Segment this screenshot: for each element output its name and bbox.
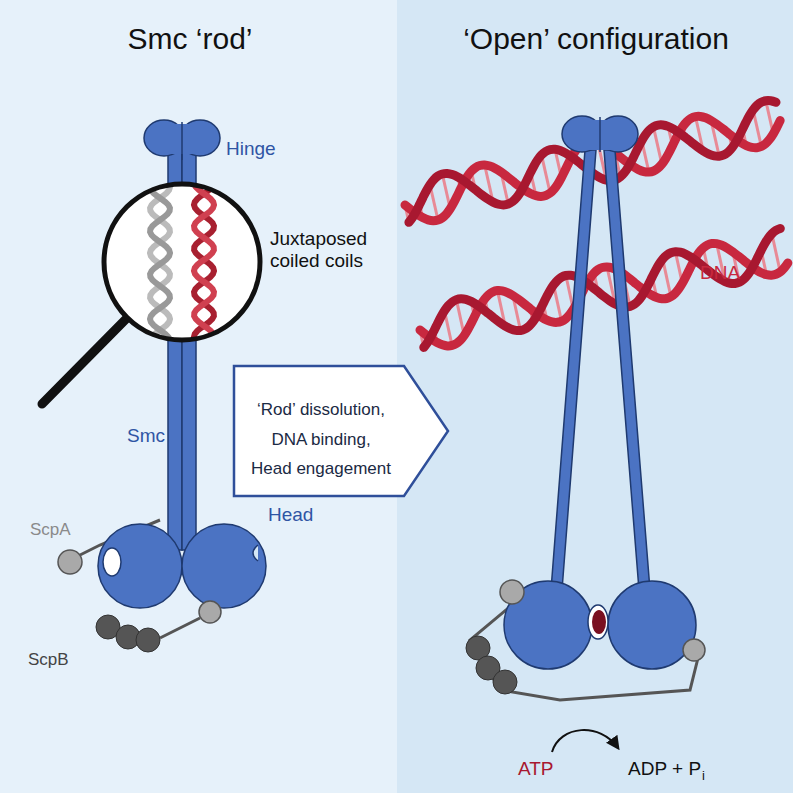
part-name: ScpA (30, 520, 71, 540)
magnifier-ring (104, 184, 260, 340)
panel-title: Smc ‘rod’ (127, 22, 252, 57)
part-name: ADP + P (628, 758, 701, 780)
coiled-coils (150, 175, 214, 349)
part-name: ScpB (28, 650, 69, 670)
part-name: Hinge (226, 138, 276, 160)
callout-text: Juxtaposed coiled coils (270, 228, 390, 272)
step-text: ‘Rod’ dissolution, (242, 400, 400, 420)
scp-left (58, 520, 266, 652)
smc-open (551, 116, 650, 590)
hydrolysis-arrow (552, 730, 618, 752)
part-name: Smc (127, 425, 165, 447)
part-name: DNA (700, 262, 740, 284)
process-arrow: ‘Rod’ dissolution, DNA binding, Head engag… (232, 364, 450, 498)
part-name: Head (268, 504, 313, 526)
part-name: ATP (518, 758, 554, 780)
step-text: Head engagement (242, 459, 400, 479)
panel-title: ‘Open’ configuration (463, 22, 729, 57)
dna-helix (405, 101, 788, 348)
scp-right (466, 580, 705, 700)
right-panel (397, 0, 793, 793)
magnifier-lens (104, 184, 260, 340)
magnifier-handle (42, 318, 127, 404)
subscript: i (702, 769, 705, 784)
step-text: DNA binding, (242, 430, 400, 450)
